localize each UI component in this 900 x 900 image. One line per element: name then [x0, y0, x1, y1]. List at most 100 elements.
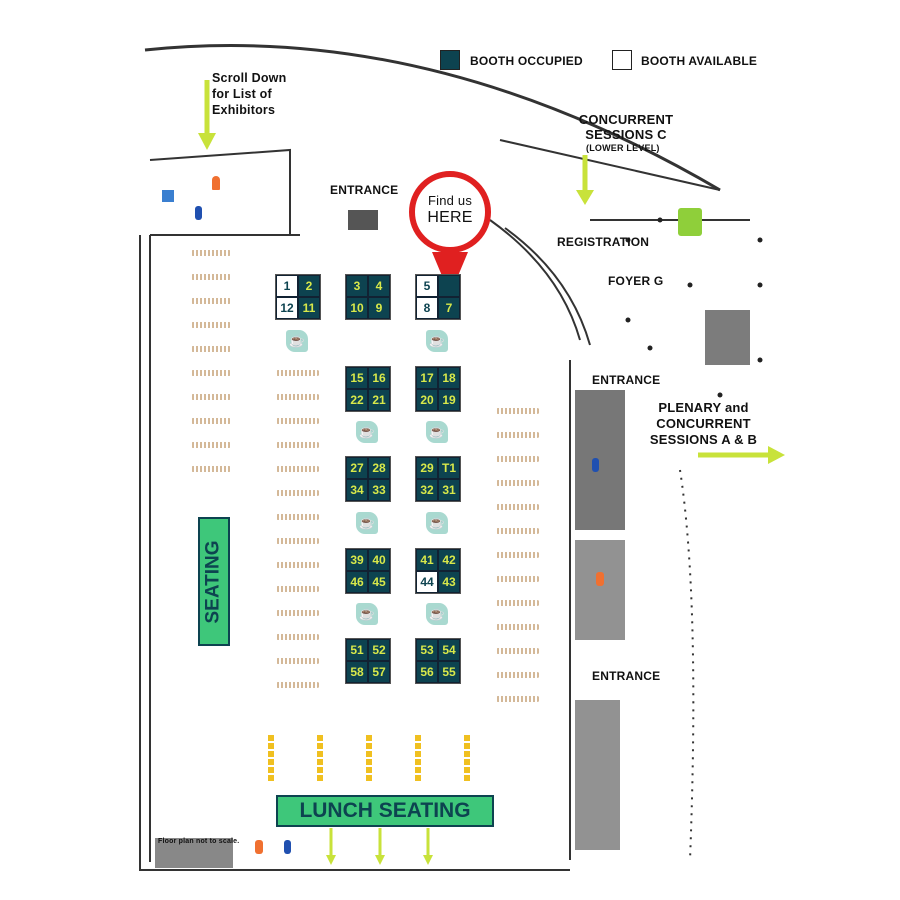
seating-row — [190, 442, 232, 448]
seating-row — [495, 648, 540, 654]
restroom-women-icon — [596, 572, 604, 586]
seating-row — [275, 490, 320, 496]
seating-row — [275, 418, 320, 424]
booth-15[interactable]: 15 — [346, 367, 368, 389]
seating-row — [275, 562, 320, 568]
coffee-station-icon: ☕ — [356, 603, 378, 625]
seating-row — [495, 504, 540, 510]
booth-42[interactable]: 42 — [438, 549, 460, 571]
coffee-station-icon: ☕ — [286, 330, 308, 352]
seating-row — [190, 466, 232, 472]
booth-T1[interactable]: T1 — [438, 457, 460, 479]
seating-row — [190, 298, 232, 304]
booth-1[interactable]: 1 — [276, 275, 298, 297]
booth-unlabeled[interactable] — [438, 275, 460, 297]
seating-row — [190, 274, 232, 280]
entrance-top-label: ENTRANCE — [330, 183, 399, 197]
booth-56[interactable]: 56 — [416, 661, 438, 683]
booth-39[interactable]: 39 — [346, 549, 368, 571]
booth-18[interactable]: 18 — [438, 367, 460, 389]
seating-row — [190, 346, 232, 352]
lunch-table — [464, 735, 470, 783]
booth-31[interactable]: 31 — [438, 479, 460, 501]
plenary-sessions-label: PLENARY and CONCURRENT SESSIONS A & B — [649, 400, 758, 447]
lunch-table — [268, 735, 274, 783]
booth-8[interactable]: 8 — [416, 297, 438, 319]
seating-row — [190, 418, 232, 424]
booth-41[interactable]: 41 — [416, 549, 438, 571]
booth-11[interactable]: 11 — [298, 297, 320, 319]
booth-54[interactable]: 54 — [438, 639, 460, 661]
scroll-note[interactable]: Scroll Down for List of Exhibitors — [212, 71, 287, 117]
booth-7[interactable]: 7 — [438, 297, 460, 319]
legend-occupied-label: BOOTH OCCUPIED — [470, 54, 583, 68]
booth-58[interactable]: 58 — [346, 661, 368, 683]
booth-20[interactable]: 20 — [416, 389, 438, 411]
entrance-right-1-label: ENTRANCE — [592, 373, 661, 387]
seating-row — [275, 610, 320, 616]
booth-3[interactable]: 3 — [346, 275, 368, 297]
seating-row — [495, 432, 540, 438]
restroom-men-icon — [195, 206, 202, 220]
booth-57[interactable]: 57 — [368, 661, 390, 683]
restroom-men-icon — [592, 458, 599, 472]
legend-available-label: BOOTH AVAILABLE — [641, 54, 758, 68]
seating-row — [275, 538, 320, 544]
booth-21[interactable]: 21 — [368, 389, 390, 411]
booth-32[interactable]: 32 — [416, 479, 438, 501]
seating-row — [275, 634, 320, 640]
booth-55[interactable]: 55 — [438, 661, 460, 683]
seating-row — [495, 456, 540, 462]
seating-row — [275, 586, 320, 592]
booth-19[interactable]: 19 — [438, 389, 460, 411]
seating-row — [495, 624, 540, 630]
seating-row — [495, 600, 540, 606]
find-us-pin — [409, 171, 491, 295]
elevator-icon — [678, 208, 702, 236]
seating-row — [275, 370, 320, 376]
booth-28[interactable]: 28 — [368, 457, 390, 479]
booth-46[interactable]: 46 — [346, 571, 368, 593]
booth-43[interactable]: 43 — [438, 571, 460, 593]
booth-5[interactable]: 5 — [416, 275, 438, 297]
concurrent-sessions-c-label: CONCURRENT SESSIONS C — [578, 112, 674, 142]
foyer-g-label: FOYER G — [608, 274, 664, 288]
entrance-right-2-label: ENTRANCE — [592, 669, 661, 683]
restroom-women-icon — [255, 840, 263, 854]
coffee-station-icon: ☕ — [356, 421, 378, 443]
booth-29[interactable]: 29 — [416, 457, 438, 479]
booth-40[interactable]: 40 — [368, 549, 390, 571]
booth-45[interactable]: 45 — [368, 571, 390, 593]
booth-44[interactable]: 44 — [416, 571, 438, 593]
booth-33[interactable]: 33 — [368, 479, 390, 501]
booth-10[interactable]: 10 — [346, 297, 368, 319]
booth-12[interactable]: 12 — [276, 297, 298, 319]
find-us-line2: HERE — [427, 209, 473, 226]
seating-row — [275, 658, 320, 664]
booth-2[interactable]: 2 — [298, 275, 320, 297]
seating-row — [495, 576, 540, 582]
booth-52[interactable]: 52 — [368, 639, 390, 661]
seating-row — [495, 696, 540, 702]
booth-22[interactable]: 22 — [346, 389, 368, 411]
registration-label: REGISTRATION — [557, 235, 650, 249]
booth-34[interactable]: 34 — [346, 479, 368, 501]
booth-16[interactable]: 16 — [368, 367, 390, 389]
booth-9[interactable]: 9 — [368, 297, 390, 319]
booth-53[interactable]: 53 — [416, 639, 438, 661]
booth-51[interactable]: 51 — [346, 639, 368, 661]
accessible-icon — [162, 190, 174, 202]
booth-17[interactable]: 17 — [416, 367, 438, 389]
booth-4[interactable]: 4 — [368, 275, 390, 297]
seating-row — [190, 370, 232, 376]
lunch-table — [317, 735, 323, 783]
seating-row — [190, 250, 232, 256]
booth-27[interactable]: 27 — [346, 457, 368, 479]
coffee-station-icon: ☕ — [426, 330, 448, 352]
seating-row — [495, 552, 540, 558]
